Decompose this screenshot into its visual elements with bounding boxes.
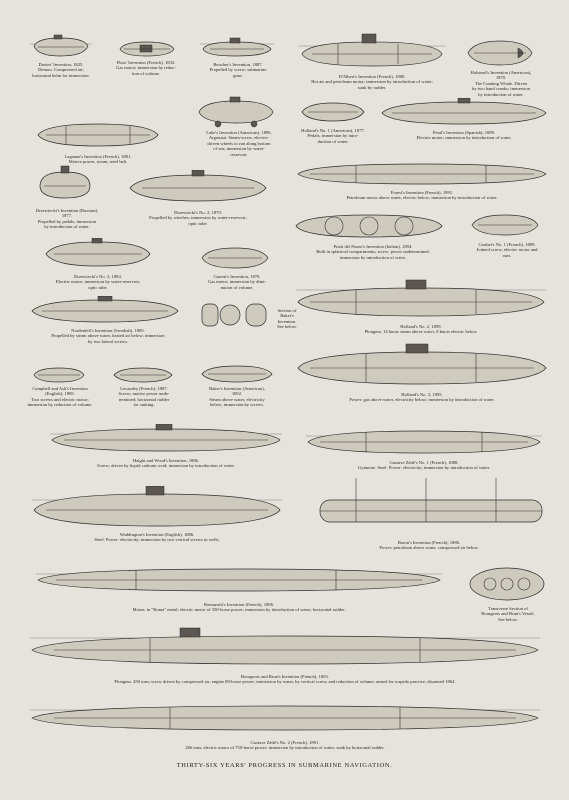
forest-submarine-drawing xyxy=(296,160,548,188)
caption-romazotti: Romazotti's Invention (French), 1896.Mor… xyxy=(132,602,346,613)
caption-beucher: Beucher's Invention, 1887.Propelled by s… xyxy=(209,62,267,78)
drzewiecki3-submarine-drawing xyxy=(44,238,152,270)
caption-drzewiecki-russian: Drzewiecki's Invention (Russian),1877.Pr… xyxy=(35,208,99,230)
transverse-section-drawing xyxy=(468,566,546,602)
baron-submarine-drawing xyxy=(316,476,546,536)
halstead-submarine-drawing xyxy=(466,38,534,68)
zede1-submarine-drawing xyxy=(306,426,542,456)
caption-bourgeois: Bourgeois and Brun's Invention (French),… xyxy=(114,674,456,685)
caption-waddington: Waddington's Invention (English), 1886.S… xyxy=(94,532,220,543)
campbell-submarine-drawing xyxy=(32,366,86,384)
haight-submarine-drawing xyxy=(50,424,282,454)
caption-piatti: Piatti del Pozzo's Invention (Italian), … xyxy=(316,244,430,260)
caption-goubet1: Goubet's No. 1 (French), 1889.Jointed sc… xyxy=(476,242,538,258)
caption-holland1: Holland's No. 1 (American), 1877.Pedals;… xyxy=(301,128,365,144)
waddington-submarine-drawing xyxy=(32,486,282,532)
lagaune-submarine-drawing xyxy=(36,120,160,150)
romazotti-submarine-drawing xyxy=(36,564,442,596)
caption-zede2: Gustave Zédé's No. 2 (French), 1891.266 … xyxy=(185,740,385,751)
caption-garrett: Garrett's Invention, 1879.Gas motor; imm… xyxy=(207,274,267,290)
piatti-submarine-drawing xyxy=(294,212,444,240)
caption-flaix: Flaix' Invention (French), 1833.Gas moto… xyxy=(116,60,176,76)
caption-haight: Haight and Wood's Invention, 1886.Screw;… xyxy=(97,458,235,469)
caption-forest: Forest's Invention (French), 1891.Petrol… xyxy=(346,190,498,201)
caption-lagaune: Lagaune's Invention (French), 1881.Motiv… xyxy=(64,154,132,165)
baker-sections-drawing xyxy=(200,300,270,328)
bourgeois-submarine-drawing xyxy=(30,626,540,670)
caption-peral: Peral's Invention (Spanish), 1889.Electr… xyxy=(416,130,512,141)
caption-lecaudey: Lecaudey (French), 1887.Screw; motive po… xyxy=(118,386,170,408)
caption-drzewiecki2: Drzewiecki's No. 2, 1879.Propelled by wi… xyxy=(149,210,247,226)
caption-holland3: Holland's No. 3, 1895.Power: gas above w… xyxy=(349,392,495,403)
drzewiecki2-submarine-drawing xyxy=(128,170,268,206)
peral-submarine-drawing xyxy=(380,98,548,128)
nordenfelt-submarine-drawing xyxy=(30,296,180,326)
caption-baker: Baker's Invention (American),1892.Steam … xyxy=(209,386,265,408)
caption-drzewiecki3: Drzewiecki's No. 3, 1884.Electric motor;… xyxy=(55,274,141,290)
beucher-submarine-drawing xyxy=(200,36,274,60)
caption-holland2: Holland's No. 2, 1899.Plongeur. 14 knots… xyxy=(364,324,478,335)
davies-submarine-drawing xyxy=(30,34,92,60)
caption-nordenfelt: Nordenfelt's Invention (Swedish), 1885.P… xyxy=(51,328,165,344)
holland2-submarine-drawing xyxy=(296,278,546,322)
caption-baron: Baron's Invention (French), 1886.Power: … xyxy=(379,540,479,551)
caption-zede1: Gustave Zédé's No. 1 (French), 1888.Gymn… xyxy=(357,460,491,471)
caption-lake: Lake's Invention (American), 1896.Argona… xyxy=(206,130,272,157)
garrett-submarine-drawing xyxy=(200,246,270,270)
page-title: THIRTY-SIX YEARS' PROGRESS IN SUBMARINE … xyxy=(176,762,393,769)
caption-dalbert: D'Albert's Invention (French), 1880.Hot … xyxy=(311,74,433,90)
goubet1-submarine-drawing xyxy=(470,212,540,238)
lecaudey-submarine-drawing xyxy=(112,366,174,384)
drzewiecki-russian-drawing xyxy=(36,164,94,204)
baker-submarine-drawing xyxy=(200,364,274,384)
zede2-submarine-drawing xyxy=(30,700,540,736)
flaix-submarine-drawing xyxy=(118,40,176,58)
lake-submarine-drawing xyxy=(196,96,276,128)
holland3-submarine-drawing xyxy=(296,342,548,390)
caption-davies: Davies' Invention, 1825.Demon. Compresse… xyxy=(32,62,90,78)
caption-campbell: Campbell and Ash's Invention(English), 1… xyxy=(27,386,93,408)
dalbert-submarine-drawing xyxy=(298,30,446,72)
caption-halstead: Halstead's Invention (American),1870.The… xyxy=(470,70,532,97)
holland1-submarine-drawing xyxy=(300,100,366,124)
